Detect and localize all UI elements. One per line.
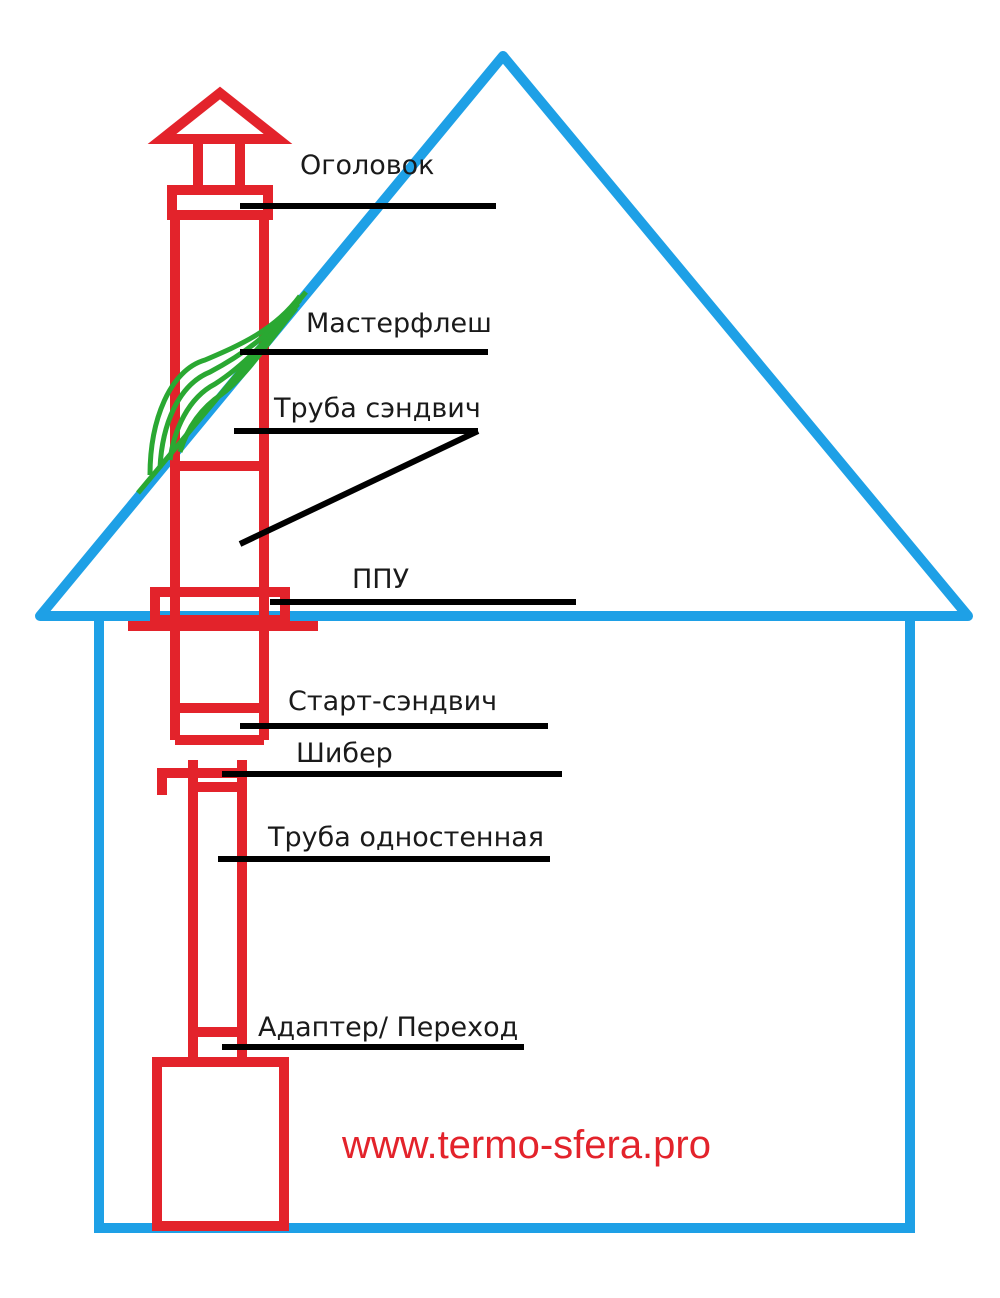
label-ceiling-pass: ППУ: [352, 564, 409, 595]
stove: [152, 1057, 289, 1231]
chimney-top-collar: [167, 185, 273, 220]
master-flash: [136, 290, 308, 495]
house-walls: [94, 620, 915, 1233]
label-damper: Шибер: [296, 738, 393, 769]
label-start-sandwich: Старт-сэндвич: [288, 686, 497, 717]
label-cap: Оголовок: [300, 150, 434, 181]
flash-curve-4: [177, 306, 298, 453]
flash-curve-1: [147, 294, 303, 476]
label-single-wall-pipe: Труба одностенная: [267, 822, 544, 853]
labels: Оголовок Мастерфлеш Труба сэндвич ППУ Ст…: [258, 150, 544, 1043]
label-master-flash: Мастерфлеш: [306, 308, 492, 339]
leader-lines: [218, 203, 576, 1050]
flash-curve-2: [157, 298, 302, 469]
label-adapter: Адаптер/ Переход: [258, 1012, 518, 1043]
ceiling-pass-box: [150, 587, 290, 625]
label-sandwich-pipe: Труба сэндвич: [273, 393, 481, 424]
leader-sandwich-pipe-diagonal: [238, 428, 480, 547]
chimney-cap-cone: [147, 86, 293, 144]
flash-curve-3: [167, 302, 300, 461]
chimney: [128, 86, 318, 1231]
website-url: www.termo-sfera.pro: [341, 1123, 711, 1167]
